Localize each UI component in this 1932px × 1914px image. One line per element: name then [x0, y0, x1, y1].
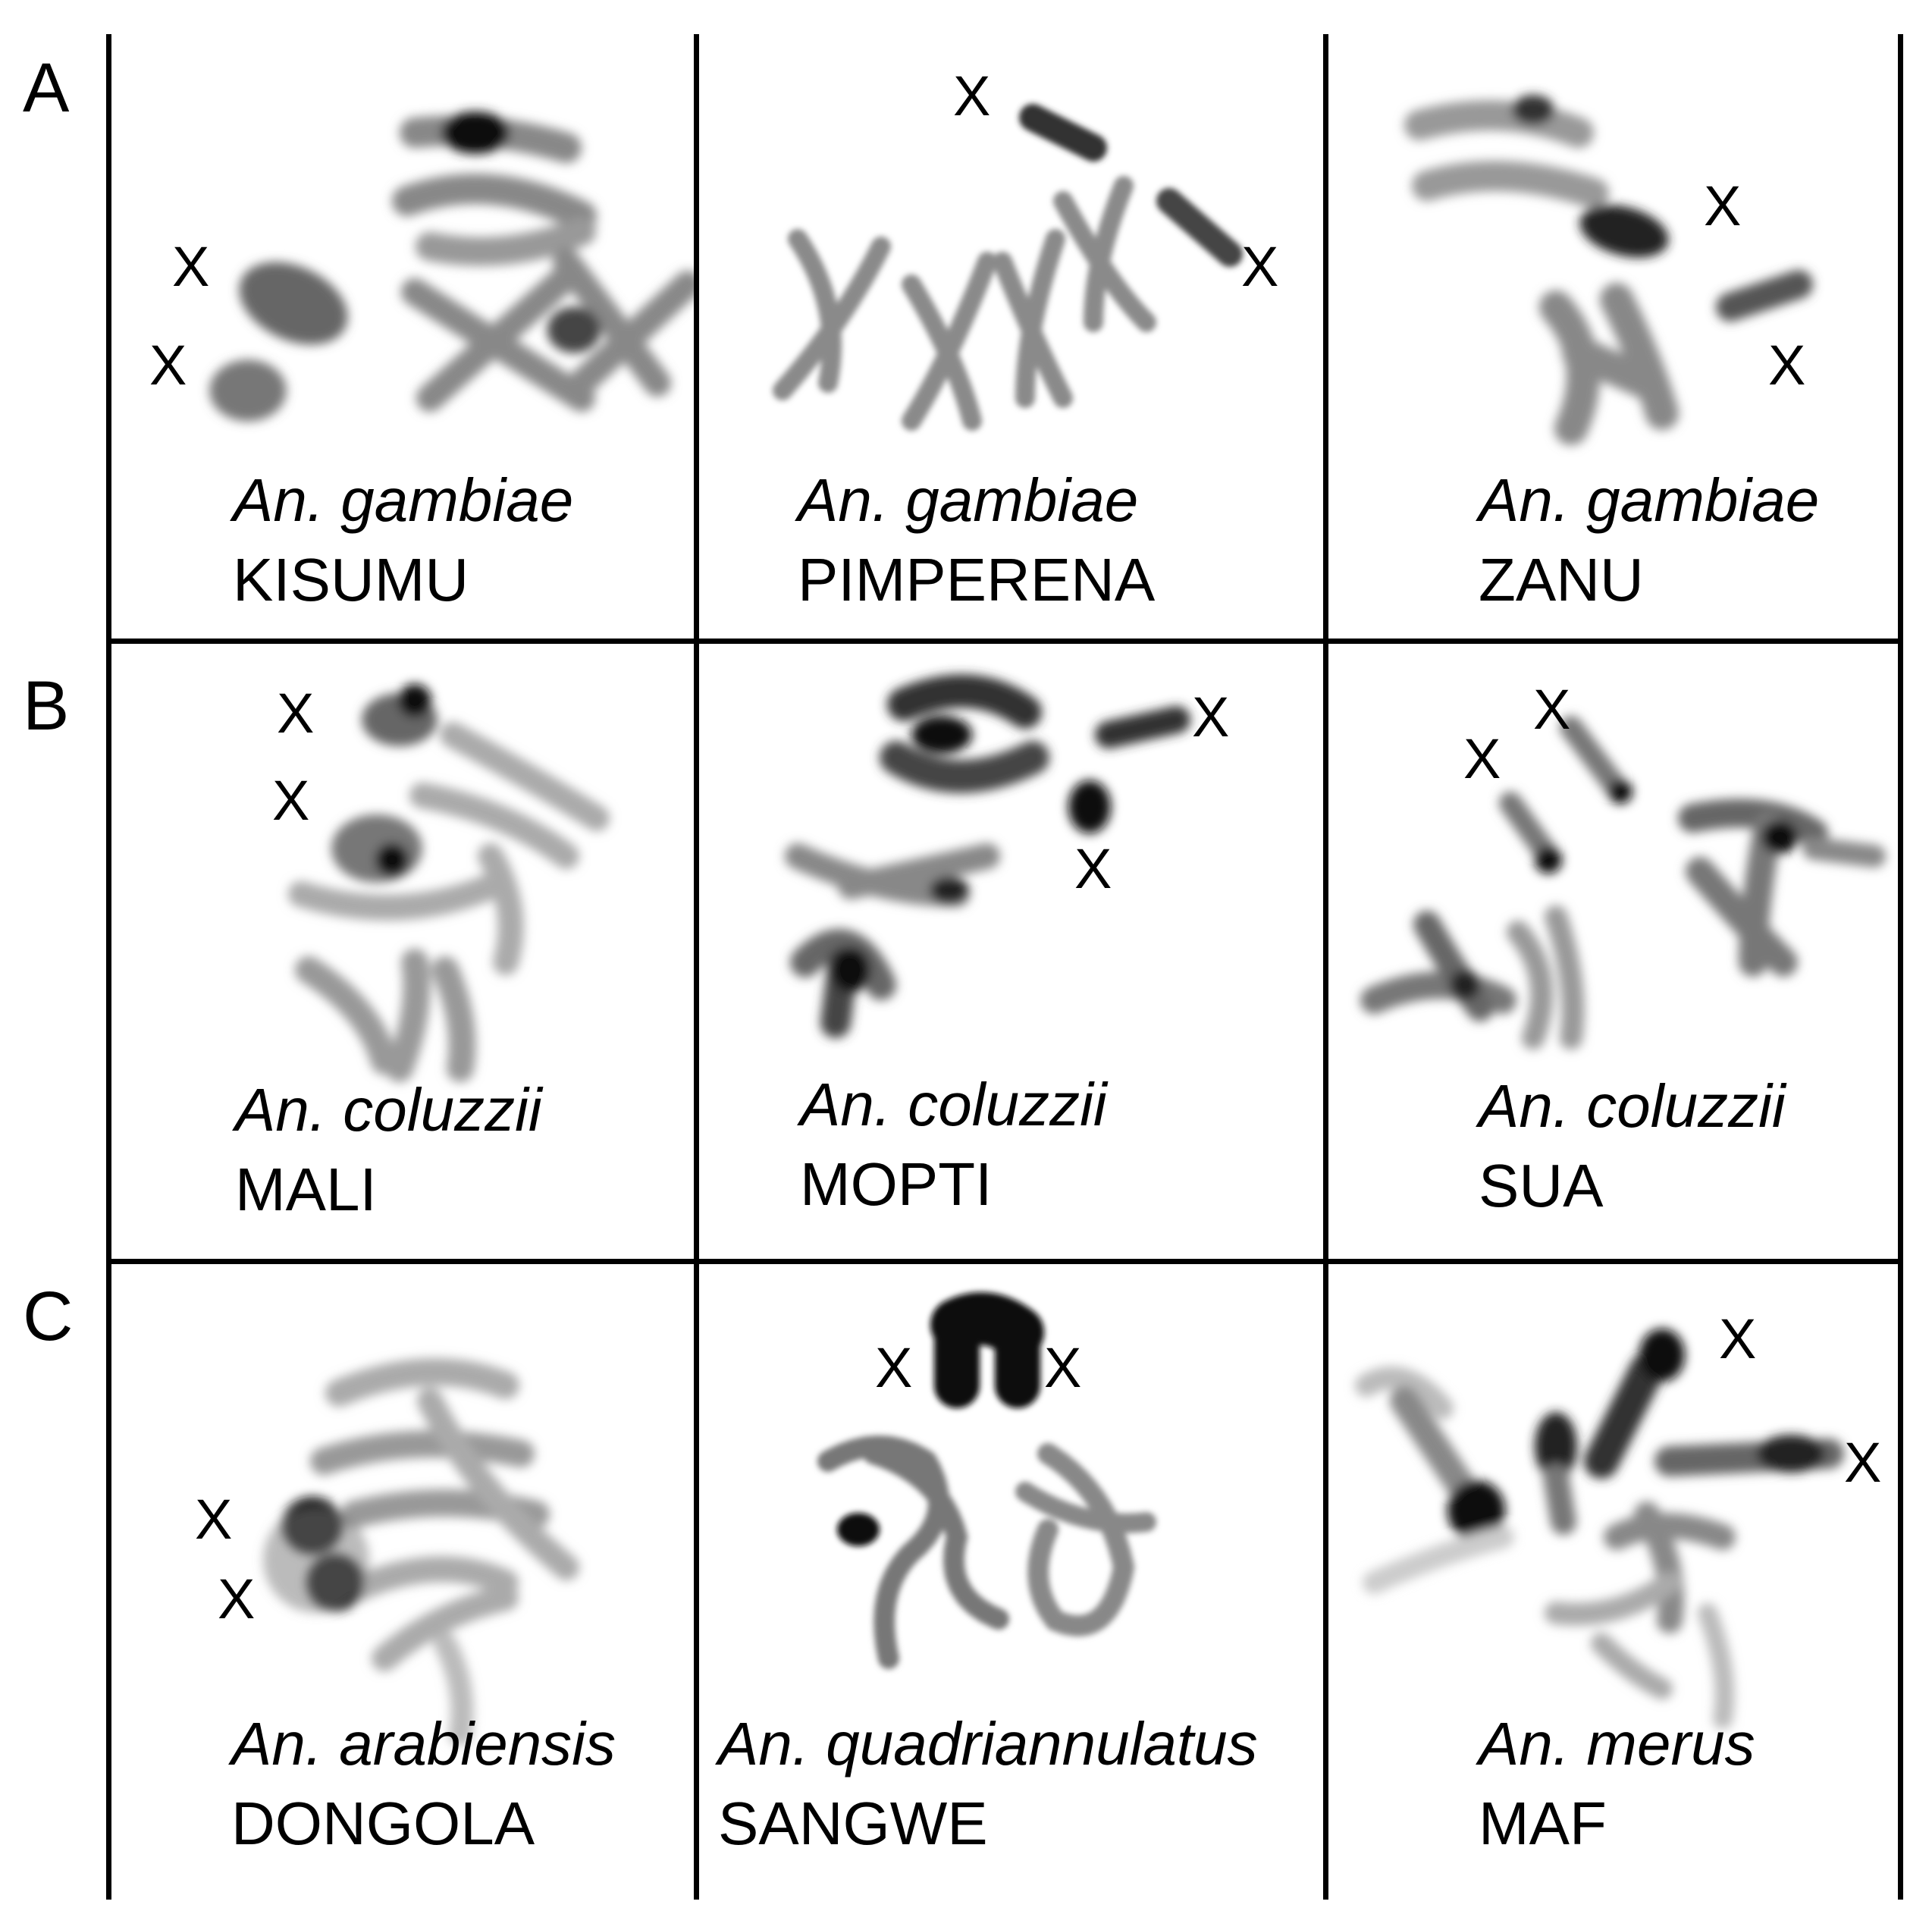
- panel-sua: X X An. coluzzii SUA: [1328, 644, 1898, 1259]
- x-chromosome-label: X: [875, 1336, 913, 1399]
- row-label-b: B: [23, 667, 70, 745]
- x-chromosome-label: X: [1074, 837, 1112, 900]
- chromosome-spread-image: [773, 104, 1243, 431]
- panel-kisumu: X X An. gambiae KISUMU: [111, 34, 694, 639]
- strain-label: SUA: [1479, 1152, 1604, 1219]
- row-label-c: C: [23, 1278, 74, 1355]
- species-label: An. coluzzii: [800, 1071, 1107, 1138]
- grid-line-row1: [106, 639, 1903, 644]
- x-chromosome-label: X: [195, 1488, 233, 1551]
- species-label: An. coluzzii: [235, 1076, 542, 1144]
- x-chromosome-label: X: [1768, 334, 1806, 397]
- x-chromosome-label: X: [1463, 727, 1501, 790]
- x-chromosome-label: X: [1704, 174, 1742, 237]
- grid-line-row2: [106, 1259, 1903, 1264]
- chromosome-spread-image: [1404, 95, 1813, 445]
- chromosome-spread-image: [1355, 1329, 1844, 1729]
- strain-label: DONGOLA: [231, 1790, 535, 1857]
- strain-label: MOPTI: [800, 1150, 993, 1218]
- x-chromosome-label: X: [1044, 1336, 1082, 1399]
- x-chromosome-label: X: [953, 64, 991, 127]
- panel-maf: X X An. merus MAF: [1328, 1264, 1898, 1900]
- chromosome-spread-image: [785, 674, 1190, 1038]
- strain-label: MAF: [1479, 1790, 1607, 1857]
- grid-line-left: [106, 34, 111, 1900]
- x-chromosome-label: X: [149, 334, 187, 397]
- panel-dongola: X X An. arabiensis DONGOLA: [111, 1264, 694, 1900]
- x-chromosome-label: X: [172, 235, 210, 298]
- panel-sangwe: X X An. quadriannulatus SANGWE: [699, 1264, 1323, 1900]
- chromosome-spread-image: [817, 1292, 1156, 1669]
- grid-line-col1: [694, 34, 699, 1900]
- species-label: An. gambiae: [798, 466, 1139, 534]
- strain-label: ZANU: [1479, 546, 1644, 613]
- x-chromosome-label: X: [1844, 1431, 1882, 1494]
- x-chromosome-label: X: [277, 682, 315, 745]
- strain-label: SANGWE: [718, 1790, 988, 1857]
- x-chromosome-label: X: [1533, 678, 1571, 741]
- x-chromosome-label: X: [1192, 686, 1230, 748]
- grid-line-right: [1898, 34, 1903, 1900]
- species-label: An. merus: [1479, 1710, 1755, 1778]
- x-chromosome-label: X: [272, 769, 310, 832]
- chromosome-spread-image: [288, 684, 610, 1082]
- panel-mopti: X X An. coluzzii MOPTI: [699, 644, 1323, 1259]
- panel-mali: X X An. coluzzii MALI: [111, 644, 694, 1259]
- grid-line-col2: [1323, 34, 1328, 1900]
- chromosome-spread-image: [1360, 716, 1886, 1050]
- species-label: An. arabiensis: [231, 1710, 616, 1778]
- chromosome-spread-image: [263, 1358, 579, 1746]
- x-chromosome-label: X: [1719, 1307, 1757, 1370]
- strain-label: PIMPERENA: [798, 546, 1156, 613]
- chromosome-spread-image: [209, 111, 694, 422]
- species-label: An. gambiae: [233, 466, 574, 534]
- panel-zanu: X X An. gambiae ZANU: [1328, 34, 1898, 639]
- strain-label: MALI: [235, 1156, 377, 1223]
- x-chromosome-label: X: [1241, 235, 1279, 298]
- row-label-a: A: [23, 49, 70, 127]
- species-label: An. gambiae: [1479, 466, 1820, 534]
- species-label: An. coluzzii: [1479, 1072, 1786, 1140]
- species-label: An. quadriannulatus: [718, 1710, 1258, 1778]
- x-chromosome-label: X: [218, 1567, 256, 1630]
- strain-label: KISUMU: [233, 546, 469, 613]
- panel-pimperena: X X An. gambiae PIMPERENA: [699, 34, 1323, 639]
